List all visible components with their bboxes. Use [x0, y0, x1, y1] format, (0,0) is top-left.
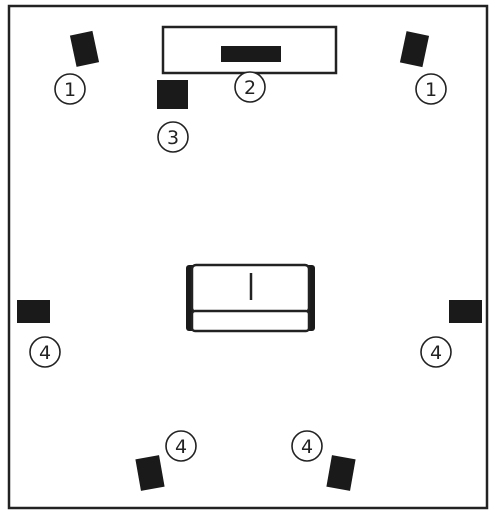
subwoofer — [157, 80, 188, 109]
marker-front-left: 1 — [54, 73, 86, 105]
front-right-speaker — [399, 31, 430, 68]
side-left-speaker — [17, 300, 50, 323]
side-right-speaker — [449, 300, 482, 323]
tv-cabinet — [161, 25, 338, 75]
rear-right-speaker — [326, 455, 356, 491]
center-speaker — [221, 46, 281, 62]
marker-rear-right-label: 4 — [301, 436, 313, 458]
rear-left-speaker — [135, 455, 165, 491]
marker-side-right-label: 4 — [430, 342, 442, 364]
marker-center-label: 2 — [244, 77, 256, 99]
marker-rear-right: 4 — [291, 430, 323, 462]
marker-side-right: 4 — [420, 336, 452, 368]
marker-center: 2 — [234, 71, 266, 103]
marker-side-left-label: 4 — [39, 342, 51, 364]
room-outline — [7, 4, 489, 510]
marker-subwoofer: 3 — [157, 121, 189, 153]
marker-side-left: 4 — [29, 336, 61, 368]
front-left-speaker — [69, 30, 100, 67]
marker-front-right: 1 — [415, 73, 447, 105]
marker-front-left-label: 1 — [64, 79, 76, 101]
marker-rear-left-label: 4 — [175, 436, 187, 458]
marker-rear-left: 4 — [165, 430, 197, 462]
marker-front-right-label: 1 — [425, 79, 437, 101]
sofa-seat — [190, 309, 311, 333]
marker-subwoofer-label: 3 — [167, 127, 179, 149]
sofa — [186, 263, 315, 333]
